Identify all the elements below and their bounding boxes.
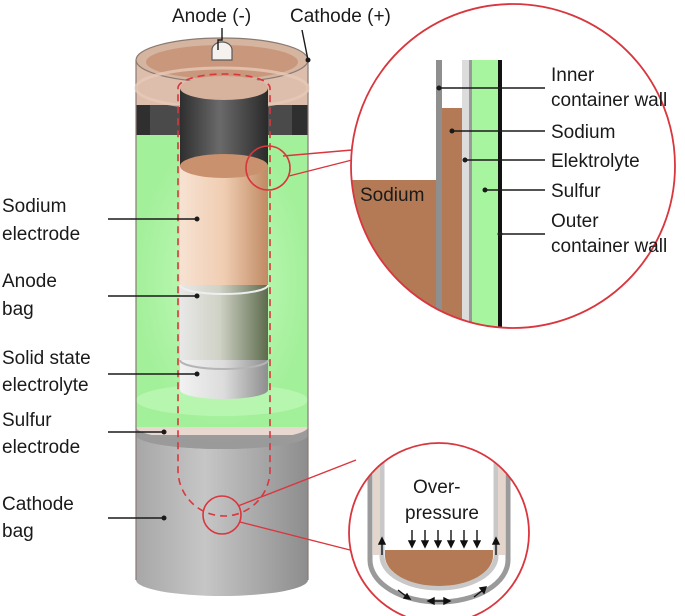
label-elektrolyte: Elektrolyte <box>551 151 640 172</box>
zoom-detail-overpressure <box>348 442 530 616</box>
label-outer-wall-1: Outer <box>551 211 599 232</box>
label-solid-state-1: Solid state <box>2 348 91 369</box>
dashed-boundary <box>177 73 271 517</box>
zoom-connector-top-2 <box>282 149 353 157</box>
solid-electrolyte <box>180 360 268 399</box>
dot-solid-state <box>194 371 200 377</box>
zoom-marker-bottom <box>202 495 242 535</box>
zoom-connector-bottom-1 <box>237 459 357 507</box>
zoom-outside <box>502 60 542 328</box>
label-sodium-electrode-1: Sodium <box>2 196 66 217</box>
labels: Anode (-) Cathode (+) Inner container wa… <box>2 6 667 542</box>
leader-lines <box>108 28 545 521</box>
anode-terminal <box>211 41 233 61</box>
dot-sodium <box>449 128 455 134</box>
solid-electrolyte-rim <box>179 359 269 370</box>
label-anode-bag-2: bag <box>2 299 34 320</box>
label-anode-bag-1: Anode <box>2 271 57 292</box>
dot-elektrolyte <box>462 157 468 163</box>
dot-sulfur <box>482 187 488 193</box>
zoom-sulfur <box>472 60 498 328</box>
label-anode: Anode (-) <box>172 6 251 27</box>
zoom-top-border <box>350 3 676 329</box>
zoom-u-right-column <box>498 455 505 555</box>
zoom-detail-wall <box>350 3 676 329</box>
label-sulfur-electrode-2: electrode <box>2 437 80 458</box>
zoom-marker-top <box>245 145 291 191</box>
zoom-connector-bottom-2 <box>239 521 351 551</box>
battery-cell <box>134 37 357 596</box>
dot-cathode-bag <box>161 515 167 521</box>
dot-sulfur-electrode <box>161 429 167 435</box>
leader-cathode <box>301 29 309 61</box>
sodium-electrode-top <box>180 154 268 178</box>
zoom-sodium-column <box>442 108 462 328</box>
anode-bag <box>180 285 268 369</box>
label-cathode: Cathode (+) <box>290 6 391 27</box>
pressure-arrows <box>377 530 501 606</box>
zoom-u-left-column <box>373 455 380 555</box>
label-sulfur: Sulfur <box>551 181 601 202</box>
label-cathode-bag-2: bag <box>2 521 34 542</box>
label-outer-wall-2: container wall <box>551 236 667 257</box>
label-inner-wall-2: container wall <box>551 90 667 111</box>
label-sodium-electrode-2: electrode <box>2 224 80 245</box>
sulfur-bottom-rim <box>136 427 308 449</box>
zoom-u-wall <box>367 455 511 605</box>
zoom-electrolyte <box>462 60 469 328</box>
zoom-inner-wall <box>436 60 442 328</box>
label-sulfur-electrode-1: Sulfur <box>2 410 52 431</box>
label-sodium: Sodium <box>551 122 615 143</box>
dot-inner-wall <box>436 85 442 91</box>
zoom-bottom-border <box>348 442 530 616</box>
label-overpressure-1: Over- <box>413 477 461 498</box>
zoom-outer-wall <box>498 60 502 328</box>
label-cathode-bag-1: Cathode <box>2 494 74 515</box>
label-solid-state-2: electrolyte <box>2 375 89 396</box>
inner-tube-top <box>180 76 268 100</box>
label-zoom-sodium: Sodium <box>360 185 424 206</box>
dot-cathode <box>305 57 311 63</box>
dot-sodium-electrode <box>194 216 200 222</box>
zoom-electrolyte-edge <box>469 60 472 328</box>
label-inner-wall-1: Inner <box>551 65 595 86</box>
dot-outer-wall <box>497 231 503 237</box>
zoom-connector-top-1 <box>288 159 353 177</box>
dark-band-right <box>292 105 308 135</box>
dark-band-left <box>136 105 150 135</box>
zoom-u-sodium <box>385 550 493 586</box>
zoom-u-inner <box>379 455 499 591</box>
sodium-electrode <box>180 166 268 294</box>
leader-anode <box>217 28 223 50</box>
dot-anode-bag <box>194 293 200 299</box>
anode-bag-rim <box>179 284 269 295</box>
label-overpressure-2: pressure <box>405 503 479 524</box>
